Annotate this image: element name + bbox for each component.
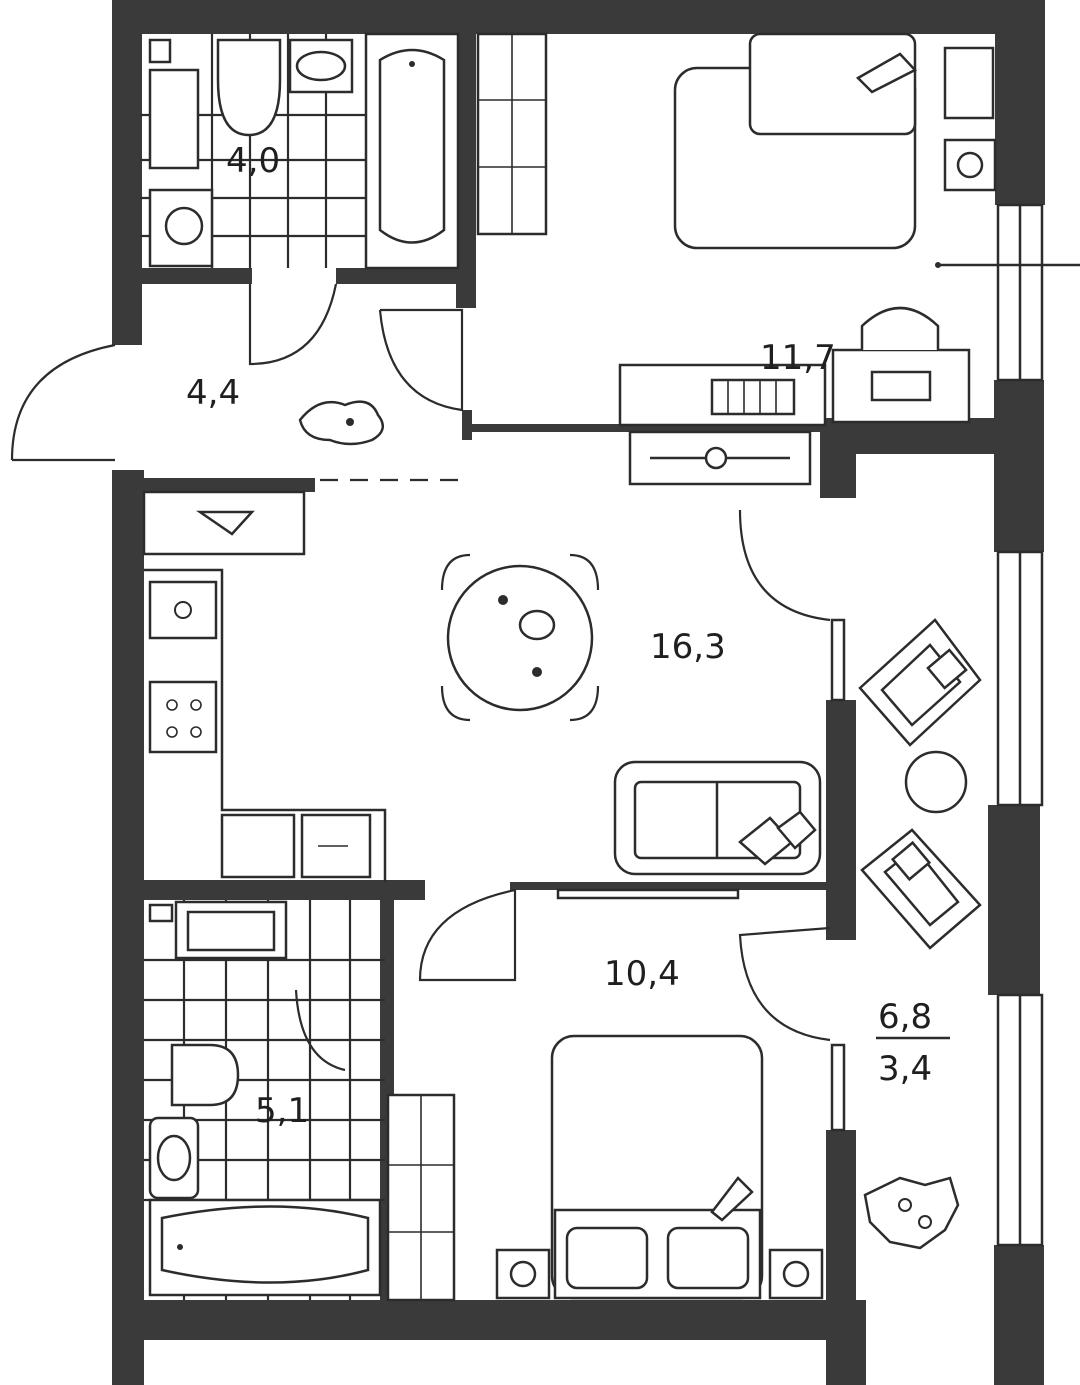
desk-top [943, 46, 995, 120]
washing-machine [148, 68, 200, 170]
slippers-icon [855, 52, 918, 94]
kitchen-sink [220, 813, 296, 879]
toilet-bottom [170, 1043, 240, 1107]
hall: 4,4 [10, 283, 465, 482]
cooktop [148, 680, 218, 754]
area-balcony-total: 6,8 [878, 997, 932, 1037]
area-bedroom-bottom: 10,4 [604, 954, 680, 994]
windows [830, 203, 1080, 1247]
area-balcony-reduced: 3,4 [878, 1049, 932, 1089]
toilet-top [216, 38, 282, 137]
balcony: 6,8 3,4 [738, 618, 982, 1250]
kitchen-counter-outline [144, 568, 387, 882]
entrance-door-arc [10, 343, 116, 461]
bathroom-top: 4,0 [140, 32, 460, 270]
dog-icon [298, 400, 385, 446]
interior-walls [140, 34, 830, 1305]
balcony-door-living [738, 509, 831, 622]
area-bathroom-top: 4,0 [226, 141, 280, 181]
area-living-kitchen: 16,3 [650, 627, 726, 667]
balcony-door-bedroom [738, 926, 831, 1042]
bathroom-top-door [248, 283, 338, 366]
plant-icon [863, 1176, 960, 1250]
bathroom-bottom: 5,1 [144, 900, 456, 1302]
bedroom-bottom: 10,4 [495, 954, 824, 1300]
area-bedroom-top: 11,7 [760, 338, 836, 378]
area-hall: 4,4 [186, 373, 240, 413]
armchair-balcony-bottom [860, 828, 982, 950]
coffee-table-balcony [904, 750, 968, 814]
dining-table [440, 553, 600, 722]
exterior-walls [112, 0, 1045, 1385]
bedroom-top-door [378, 308, 464, 412]
bathroom-bottom-door [418, 888, 517, 982]
living-kitchen: 16,3 [142, 430, 831, 982]
sofa-living [613, 760, 822, 876]
armchair-balcony-top [858, 618, 982, 747]
area-bathroom-bottom: 5,1 [255, 1091, 309, 1131]
bedroom-top: 11,7 [476, 32, 997, 427]
